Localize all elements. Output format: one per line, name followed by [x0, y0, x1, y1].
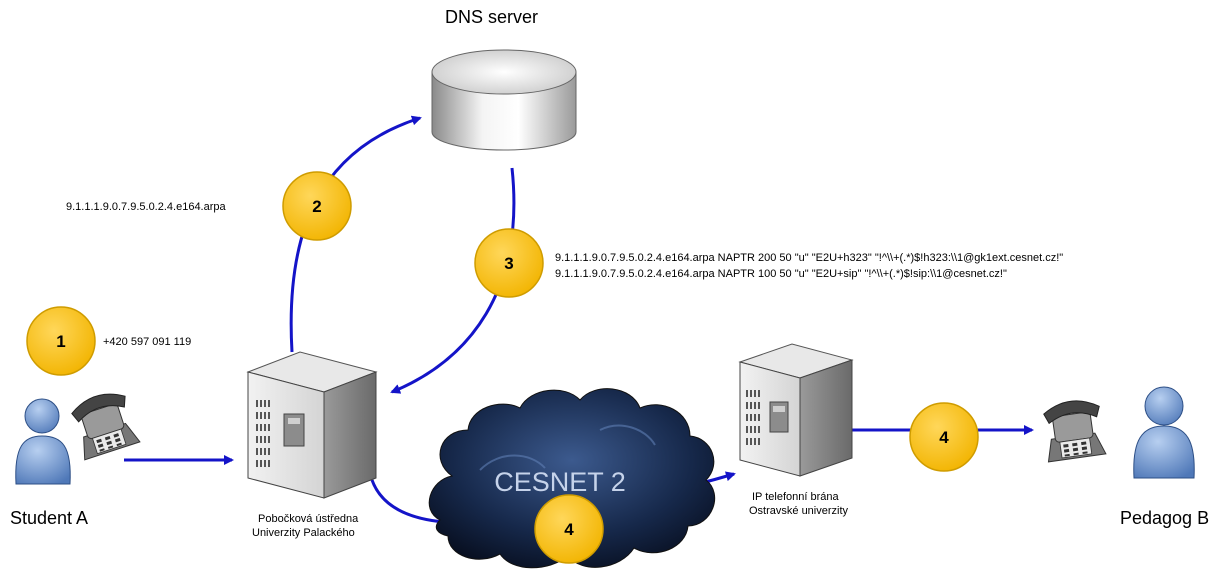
arrow-dns-to-pbx	[390, 167, 516, 394]
teacher-person-icon	[1133, 386, 1195, 479]
teacher-phone-icon	[1040, 396, 1107, 463]
student-label: Student A	[10, 508, 88, 528]
svg-text:4: 4	[564, 520, 574, 539]
svg-text:2: 2	[312, 197, 321, 216]
step-3-badge: 3	[474, 228, 544, 298]
dns-server-label: DNS server	[445, 7, 538, 27]
dns-server-icon	[431, 49, 577, 151]
step-2-badge: 2	[282, 171, 352, 241]
cesnet-label: CESNET 2	[494, 467, 626, 497]
pbx-label-line2: Univerzity Palackého	[252, 527, 355, 539]
cloud-icon	[428, 388, 716, 569]
svg-text:1: 1	[56, 332, 65, 351]
gateway-label-line2: Ostravské univerzity	[749, 505, 849, 517]
pbx-server-icon	[246, 351, 378, 499]
naptr-record-1: 9.1.1.1.9.0.7.9.5.0.2.4.e164.arpa NAPTR …	[555, 252, 1063, 264]
gateway-server-icon	[738, 343, 854, 477]
pbx-label-line1: Pobočková ústředna	[258, 513, 359, 525]
student-phone-icon	[66, 387, 141, 461]
step-1-badge: 1	[26, 306, 96, 376]
svg-text:4: 4	[939, 428, 949, 447]
student-person-icon	[15, 398, 71, 485]
dialed-number-text: +420 597 091 119	[103, 336, 191, 348]
step-4-cloud-badge: 4	[534, 494, 604, 564]
enum-query-text: 9.1.1.1.9.0.7.9.5.0.2.4.e164.arpa	[66, 201, 227, 213]
teacher-label: Pedagog B	[1120, 508, 1209, 528]
naptr-record-2: 9.1.1.1.9.0.7.9.5.0.2.4.e164.arpa NAPTR …	[555, 268, 1007, 280]
step-4-gateway-badge: 4	[909, 402, 979, 472]
svg-text:3: 3	[504, 254, 513, 273]
gateway-label-line1: IP telefonní brána	[752, 491, 840, 503]
